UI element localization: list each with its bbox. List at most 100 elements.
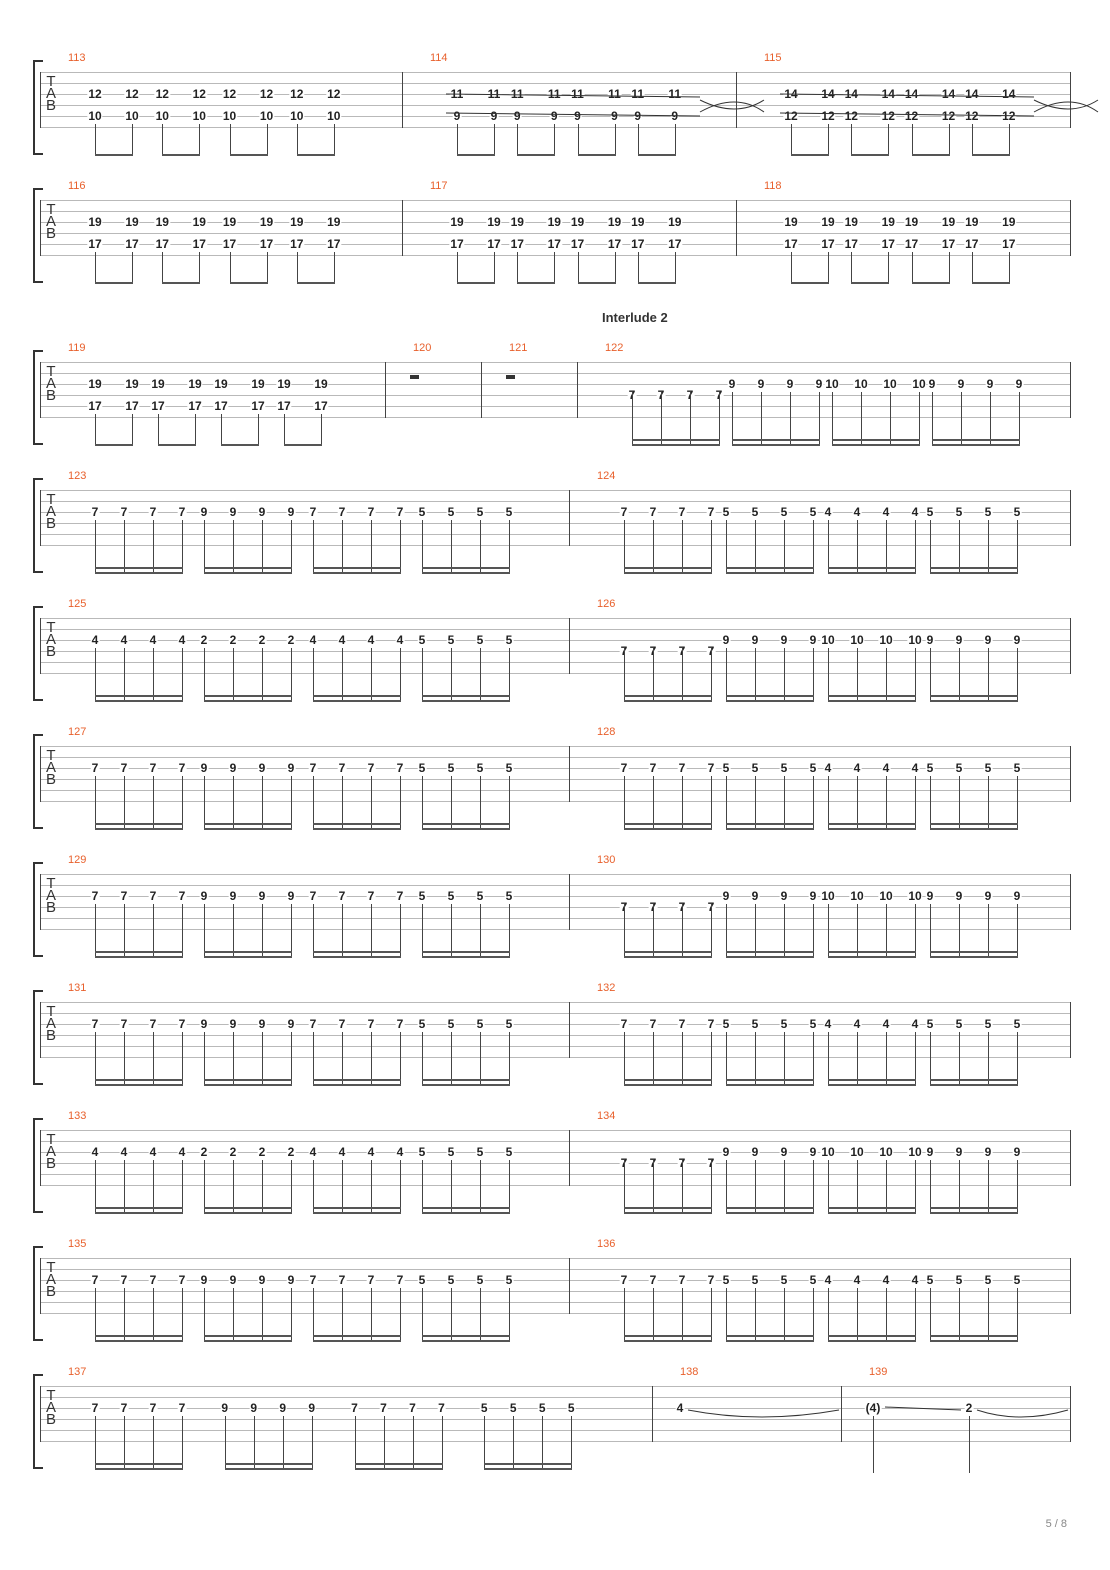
fret-number: 14: [820, 87, 836, 101]
measure-number: 120: [413, 342, 432, 354]
note-beam: [313, 1207, 401, 1209]
note-stem: [253, 1416, 255, 1468]
note-stem: [930, 904, 931, 956]
note-beam: [422, 567, 510, 569]
string-line: [40, 1386, 1070, 1387]
note-beam: [204, 823, 292, 825]
page-number: 5 / 8: [1045, 1518, 1067, 1530]
string-line: [40, 662, 1070, 663]
fret-number: 4: [395, 633, 405, 647]
fret-number: 5: [504, 1017, 514, 1031]
barline: [40, 1258, 41, 1314]
note-stem: [313, 776, 314, 828]
fret-number: 7: [90, 761, 100, 775]
fret-number: 4: [366, 633, 376, 647]
fret-number: 17: [606, 237, 623, 251]
note-stem: [784, 776, 785, 828]
fret-number: 9: [954, 1145, 964, 1159]
note-beam: [422, 1212, 510, 1214]
fret-number: 4: [308, 1145, 318, 1159]
fret-number: 19: [903, 215, 920, 229]
note-stem: [233, 648, 234, 700]
fret-number: 4: [881, 1273, 891, 1287]
note-beam: [624, 956, 712, 958]
note-stem: [162, 124, 164, 154]
note-beam: [204, 1207, 292, 1209]
note-stem: [204, 1288, 205, 1340]
fret-number: 9: [228, 1273, 238, 1287]
fret-number: 10: [853, 377, 869, 391]
tab-clef-letter: B: [45, 97, 56, 114]
note-beam: [930, 1335, 1018, 1337]
fret-number: 2: [257, 1145, 267, 1159]
fret-number: 9: [286, 505, 296, 519]
note-stem: [719, 392, 720, 444]
note-beam: [726, 1335, 814, 1337]
fret-number: 17: [250, 399, 266, 413]
measure-number: 126: [597, 598, 616, 610]
note-stem: [813, 520, 814, 572]
fret-number: 4: [337, 633, 347, 647]
fret-number: 10: [911, 377, 927, 391]
fret-number: 12: [783, 109, 799, 123]
note-stem: [886, 1032, 887, 1084]
system-bracket: [33, 350, 43, 445]
fret-number: 7: [648, 505, 658, 519]
fret-number: 4: [910, 505, 920, 519]
note-stem: [199, 124, 201, 154]
fret-number: 4: [337, 1145, 347, 1159]
note-stem: [661, 392, 662, 444]
note-stem: [726, 1032, 727, 1084]
fret-number: 5: [954, 1017, 964, 1031]
fret-number: 5: [446, 761, 456, 775]
note-beam: [726, 823, 814, 825]
string-line: [40, 1046, 1070, 1047]
note-stem: [930, 520, 931, 572]
note-stem: [711, 1160, 712, 1212]
fret-number: 19: [289, 215, 305, 229]
fret-number: 17: [880, 237, 896, 251]
fret-number: 19: [820, 215, 836, 229]
note-stem: [851, 124, 853, 154]
fret-number: 9: [573, 109, 582, 123]
fret-number: 19: [843, 215, 859, 229]
note-stem: [653, 1160, 654, 1212]
fret-number: 9: [1012, 889, 1022, 903]
measure-number: 133: [68, 1110, 87, 1122]
barline: [841, 1386, 842, 1442]
note-stem: [930, 776, 931, 828]
fret-number: 7: [177, 1273, 187, 1287]
note-beam: [95, 823, 183, 825]
fret-number: 7: [648, 761, 658, 775]
note-stem: [624, 1032, 625, 1084]
fret-number: 7: [148, 761, 158, 775]
note-stem: [554, 252, 556, 282]
note-stem: [262, 1288, 263, 1340]
note-beam: [204, 1212, 292, 1214]
fret-number: 7: [395, 1017, 405, 1031]
fret-number: 9: [927, 377, 937, 391]
fret-number: 5: [721, 505, 731, 519]
fret-number: 12: [843, 109, 859, 123]
note-stem: [262, 1160, 263, 1212]
note-stem: [333, 252, 335, 282]
fret-number: 4: [148, 633, 158, 647]
fret-number: 5: [537, 1401, 547, 1415]
note-beam: [851, 154, 890, 156]
fret-number: 10: [258, 109, 275, 123]
fret-number: 19: [150, 377, 166, 391]
tie-arc: [687, 1409, 840, 1418]
fret-number: 7: [648, 1017, 658, 1031]
note-beam: [313, 956, 401, 958]
note-beam: [624, 700, 712, 702]
note-stem: [221, 414, 222, 444]
fret-number: 11: [509, 87, 525, 101]
note-beam: [930, 695, 1018, 697]
fret-number: 19: [1001, 215, 1017, 229]
string-line: [40, 1152, 1070, 1153]
string-line: [40, 1291, 1070, 1292]
measure-number: 116: [68, 180, 86, 192]
note-beam: [221, 444, 259, 446]
barline: [40, 1002, 41, 1058]
